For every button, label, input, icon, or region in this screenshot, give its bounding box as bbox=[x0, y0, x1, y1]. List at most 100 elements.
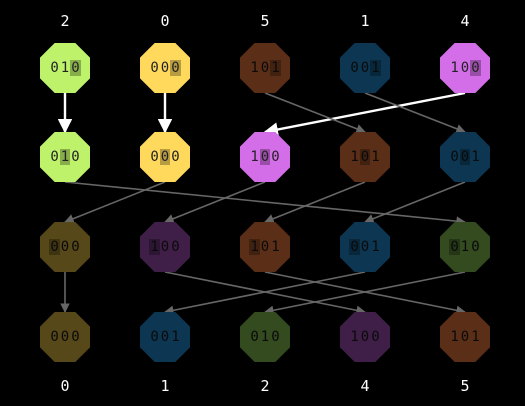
flow-arrow bbox=[264, 271, 466, 316]
active-digit: 1 bbox=[249, 239, 260, 255]
digit: 0 bbox=[60, 329, 70, 345]
top-index-label: 5 bbox=[260, 12, 270, 30]
active-digit: 1 bbox=[370, 60, 381, 76]
flow-arrow bbox=[364, 92, 466, 134]
flow-arrow bbox=[164, 181, 266, 224]
flow-arrow bbox=[364, 181, 466, 224]
digit: 0 bbox=[260, 239, 270, 255]
digit: 0 bbox=[250, 329, 259, 345]
digit: 1 bbox=[171, 329, 180, 345]
digit: 0 bbox=[371, 329, 380, 345]
digit: 1 bbox=[371, 239, 380, 255]
top-index-label: 1 bbox=[360, 12, 370, 30]
flow-arrow bbox=[264, 181, 366, 224]
digit: 0 bbox=[71, 239, 80, 255]
digit: 1 bbox=[450, 329, 459, 345]
digit: 0 bbox=[150, 329, 159, 345]
bottom-index-label: 2 bbox=[260, 377, 270, 395]
digit: 0 bbox=[150, 60, 159, 76]
active-digit: 0 bbox=[449, 239, 460, 255]
digit: 0 bbox=[360, 60, 370, 76]
active-digit: 1 bbox=[59, 149, 71, 165]
digit: 1 bbox=[60, 60, 70, 76]
active-digit: 0 bbox=[170, 60, 181, 76]
digit: 0 bbox=[160, 239, 170, 255]
digit: 0 bbox=[360, 239, 370, 255]
flow-arrow bbox=[64, 181, 466, 226]
active-digit: 0 bbox=[470, 60, 481, 76]
digit: 0 bbox=[160, 329, 170, 345]
digit: 0 bbox=[460, 60, 470, 76]
active-digit: 0 bbox=[159, 149, 171, 165]
digit: 1 bbox=[350, 149, 359, 165]
digit: 0 bbox=[360, 329, 370, 345]
digit: 0 bbox=[460, 329, 470, 345]
active-digit: 1 bbox=[149, 239, 160, 255]
digit: 0 bbox=[450, 149, 459, 165]
digit: 0 bbox=[271, 329, 280, 345]
digit: 1 bbox=[471, 149, 480, 165]
digit: 0 bbox=[260, 60, 270, 76]
digit: 0 bbox=[60, 239, 70, 255]
digit: 1 bbox=[371, 149, 380, 165]
digit: 1 bbox=[460, 239, 470, 255]
active-digit: 0 bbox=[459, 149, 471, 165]
digit: 0 bbox=[71, 149, 80, 165]
digit: 1 bbox=[471, 329, 480, 345]
digit: 1 bbox=[271, 239, 280, 255]
digit: 0 bbox=[50, 60, 59, 76]
digit: 1 bbox=[260, 329, 270, 345]
top-index-label: 2 bbox=[60, 12, 70, 30]
active-digit: 0 bbox=[349, 239, 360, 255]
digit: 0 bbox=[71, 329, 80, 345]
digit: 0 bbox=[471, 239, 480, 255]
digit: 0 bbox=[171, 149, 180, 165]
flow-arrow bbox=[64, 181, 166, 224]
digit: 0 bbox=[160, 60, 170, 76]
bottom-index-label: 0 bbox=[60, 377, 70, 395]
active-digit: 1 bbox=[270, 60, 281, 76]
bottom-index-label: 1 bbox=[160, 377, 170, 395]
active-digit: 0 bbox=[259, 149, 271, 165]
bottom-index-label: 5 bbox=[460, 377, 470, 395]
top-index-label: 0 bbox=[160, 12, 170, 30]
digit: 0 bbox=[50, 329, 59, 345]
digit: 0 bbox=[350, 60, 359, 76]
digit: 0 bbox=[150, 149, 159, 165]
active-digit: 0 bbox=[359, 149, 371, 165]
digit: 0 bbox=[50, 149, 59, 165]
digit: 1 bbox=[450, 60, 459, 76]
digit: 1 bbox=[250, 149, 259, 165]
flow-arrow bbox=[164, 271, 366, 316]
flow-arrow bbox=[264, 92, 366, 134]
top-index-label: 4 bbox=[460, 12, 470, 30]
digit: 0 bbox=[171, 239, 180, 255]
digit: 1 bbox=[350, 329, 359, 345]
digit: 1 bbox=[250, 60, 259, 76]
bottom-index-label: 4 bbox=[360, 377, 370, 395]
active-digit: 0 bbox=[70, 60, 81, 76]
active-digit: 0 bbox=[49, 239, 60, 255]
